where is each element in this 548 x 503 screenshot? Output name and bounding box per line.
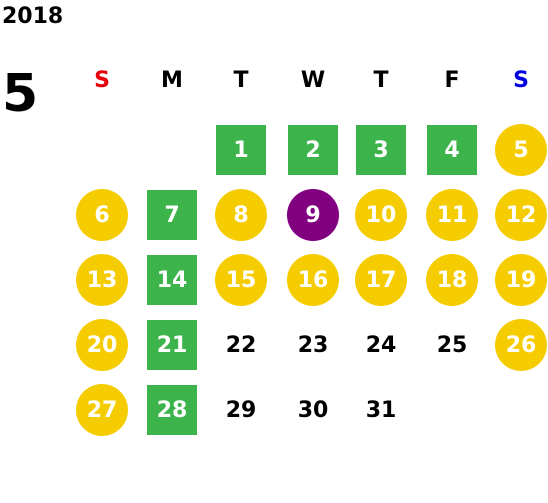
day-cell[interactable]: 22: [225, 332, 257, 358]
day-cell[interactable]: 6: [76, 189, 128, 241]
day-cell[interactable]: 23: [297, 332, 329, 358]
day-cell[interactable]: 1: [216, 125, 266, 175]
weekday-header: F: [444, 68, 460, 93]
day-cell[interactable]: 24: [365, 332, 397, 358]
day-cell[interactable]: 5: [495, 124, 547, 176]
day-cell[interactable]: 21: [147, 320, 197, 370]
day-cell[interactable]: 9: [287, 189, 339, 241]
day-cell[interactable]: 18: [426, 254, 478, 306]
day-cell[interactable]: 20: [76, 319, 128, 371]
weekday-header: T: [373, 68, 389, 93]
day-cell[interactable]: 11: [426, 189, 478, 241]
day-cell[interactable]: 31: [365, 397, 397, 423]
day-cell[interactable]: 13: [76, 254, 128, 306]
day-cell[interactable]: 8: [215, 189, 267, 241]
day-cell[interactable]: 4: [427, 125, 477, 175]
day-cell[interactable]: 19: [495, 254, 547, 306]
day-cell[interactable]: 16: [287, 254, 339, 306]
day-cell[interactable]: 12: [495, 189, 547, 241]
weekday-header: W: [300, 68, 326, 93]
day-cell[interactable]: 29: [225, 397, 257, 423]
day-cell[interactable]: 3: [356, 125, 406, 175]
day-cell[interactable]: 7: [147, 190, 197, 240]
day-cell[interactable]: 14: [147, 255, 197, 305]
month-number: 5: [2, 64, 39, 124]
weekday-header: S: [513, 68, 529, 93]
day-cell[interactable]: 27: [76, 384, 128, 436]
day-cell[interactable]: 10: [355, 189, 407, 241]
weekday-header: T: [233, 68, 249, 93]
day-cell[interactable]: 15: [215, 254, 267, 306]
year-label: 2018: [2, 4, 64, 29]
weekday-header: M: [161, 68, 183, 93]
day-cell[interactable]: 26: [495, 319, 547, 371]
day-cell[interactable]: 30: [297, 397, 329, 423]
day-cell[interactable]: 17: [355, 254, 407, 306]
day-cell[interactable]: 2: [288, 125, 338, 175]
day-cell[interactable]: 28: [147, 385, 197, 435]
weekday-header: S: [94, 68, 110, 93]
day-cell[interactable]: 25: [436, 332, 468, 358]
